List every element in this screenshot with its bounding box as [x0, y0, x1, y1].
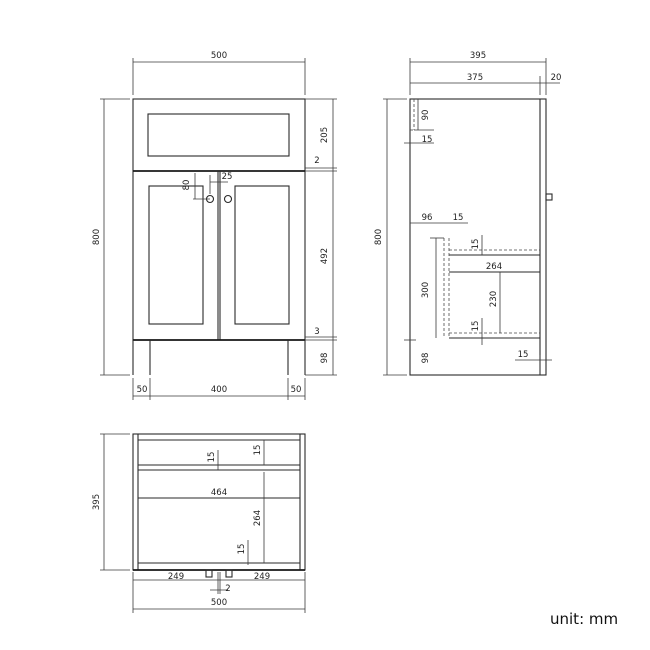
right-door-panel — [234, 185, 290, 325]
front-width-label: 500 — [211, 51, 227, 61]
body-depth-label: 375 — [467, 73, 483, 83]
side-knob-icon — [545, 193, 553, 201]
top-rail-thk-label: 15 — [207, 452, 217, 463]
top-knob-right-icon — [225, 569, 233, 578]
drawer-height-label: 205 — [320, 127, 330, 143]
leg-left-label: 50 — [137, 385, 148, 395]
side-plinth-label: 98 — [421, 353, 431, 364]
top-depth-label: 395 — [92, 494, 102, 510]
plinth-height-label: 98 — [320, 353, 330, 364]
left-door-panel — [148, 185, 204, 325]
side-depth-label: 395 — [470, 51, 486, 61]
top-outline — [132, 433, 306, 571]
bottom-thk-label: 15 — [518, 350, 529, 360]
side-height-label: 800 — [374, 229, 384, 245]
top-inner-width-label: 464 — [211, 488, 227, 498]
gap-bottom-label: 3 — [314, 327, 319, 337]
knob-right-icon — [223, 194, 233, 204]
shelf-thk-a-label: 15 — [453, 213, 464, 223]
shelf-thk-c-label: 15 — [471, 321, 481, 332]
door-depth-label: 20 — [551, 73, 562, 83]
top-left-label: 249 — [168, 572, 184, 582]
gap-top-label: 2 — [314, 156, 319, 166]
top-width-label: 500 — [211, 598, 227, 608]
top-view: 395 15 15 464 264 15 249 249 2 500 — [92, 433, 306, 613]
top-base-thk-label: 15 — [237, 544, 247, 555]
leg-right-label: 50 — [291, 385, 302, 395]
rail-thk-label: 15 — [422, 135, 433, 145]
front-height-label: 800 — [92, 229, 102, 245]
back-gap-label: 96 — [422, 213, 433, 223]
hole-offset-label: 80 — [182, 180, 192, 191]
top-thk-label: 15 — [253, 445, 263, 456]
top-center-gap-label: 2 — [225, 584, 230, 594]
shelf-thk-b-label: 15 — [471, 239, 481, 250]
side-view: 395 375 20 800 90 15 96 15 15 264 300 23… — [374, 51, 562, 376]
top-knob-left-icon — [205, 569, 213, 578]
drawer-panel — [147, 113, 290, 157]
unit-label: unit: mm — [550, 610, 618, 628]
door-height-label: 492 — [320, 248, 330, 264]
front-view: 500 800 205 2 492 3 98 80 25 50 400 5 — [92, 51, 337, 400]
hole-gap-label: 25 — [222, 172, 233, 182]
side-outline — [409, 98, 547, 376]
front-outline — [132, 98, 306, 341]
top-inner-depth-label: 264 — [253, 510, 263, 526]
top-rail-label: 90 — [421, 110, 431, 121]
back-height-label: 300 — [421, 282, 431, 298]
side-inner-depth-label: 264 — [486, 262, 502, 272]
inner-width-label: 400 — [211, 385, 227, 395]
top-right-label: 249 — [254, 572, 270, 582]
side-inner-height-label: 230 — [489, 291, 499, 307]
